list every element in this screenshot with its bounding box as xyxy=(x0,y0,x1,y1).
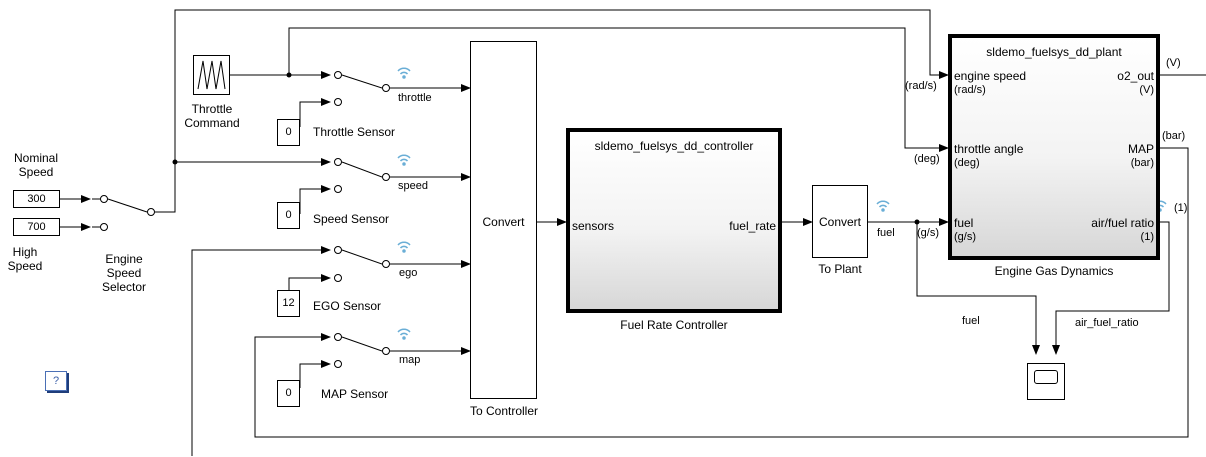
plant-in-fuel: fuel xyxy=(954,216,974,230)
fuel-rate-controller-label: Fuel Rate Controller xyxy=(620,318,728,332)
speed-sensor-label: Speed Sensor xyxy=(313,212,390,226)
nominal-speed-label: Nominal Speed xyxy=(13,151,58,179)
plant-in-engine-speed: engine speed xyxy=(954,69,1027,83)
high-speed-constant[interactable]: 700 xyxy=(13,218,60,236)
engine-speed-selector-label: Engine Speed Selector xyxy=(101,252,147,294)
plant-out-map-unit: (bar) xyxy=(1130,157,1154,169)
scope-icon xyxy=(1034,370,1058,384)
plant-out-o2-unit: (V) xyxy=(1139,84,1154,96)
v-unit-label: (V) xyxy=(1166,57,1181,69)
air-fuel-ratio-signal-label: air_fuel_ratio xyxy=(1075,317,1139,329)
throttle-signal-label: throttle xyxy=(398,92,432,104)
plant-out-map: MAP xyxy=(1127,142,1154,156)
plant-model-name: sldemo_fuelsys_dd_plant xyxy=(986,45,1122,59)
ego-signal-label: ego xyxy=(399,267,418,279)
nominal-speed-constant[interactable]: 300 xyxy=(13,190,60,208)
rad-s-unit-label: (rad/s) xyxy=(905,80,937,92)
controller-outport-fuel-rate: fuel_rate xyxy=(729,219,776,233)
to-controller-convert-block[interactable]: Convert xyxy=(470,41,537,399)
throttle-command-label: Throttle Command xyxy=(184,102,240,130)
plant-in-fuel-unit: (g/s) xyxy=(954,231,976,243)
to-plant-label: To Plant xyxy=(818,262,862,276)
plant-out-afr: air/fuel ratio xyxy=(1091,216,1154,230)
engine-gas-dynamics-label: Engine Gas Dynamics xyxy=(994,264,1114,278)
controller-model-name: sldemo_fuelsys_dd_controller xyxy=(594,139,754,153)
to-plant-convert-block[interactable]: Convert xyxy=(812,185,868,258)
controller-inport-sensors: sensors xyxy=(572,219,615,233)
map-sensor-label: MAP Sensor xyxy=(321,387,389,401)
fuel-rate-controller-subsystem[interactable]: sldemo_fuelsys_dd_controller sensors fue… xyxy=(566,128,782,313)
one-unit-label: (1) xyxy=(1174,202,1188,214)
fuel-signal-label: fuel xyxy=(877,227,895,239)
bar-unit-label: (bar) xyxy=(1162,130,1186,142)
ego-sensor-label: EGO Sensor xyxy=(313,299,382,313)
convert-label: Convert xyxy=(818,215,862,229)
plant-in-throttle-unit: (deg) xyxy=(954,157,980,169)
to-controller-label: To Controller xyxy=(469,404,539,418)
engine-gas-dynamics-subsystem[interactable]: sldemo_fuelsys_dd_plant engine speed (ra… xyxy=(948,34,1160,260)
plant-out-afr-unit: (1) xyxy=(1140,231,1154,243)
convert-label: Convert xyxy=(482,215,525,229)
help-icon[interactable]: ? xyxy=(45,371,67,391)
plant-out-o2: o2_out xyxy=(1117,69,1154,83)
throttle-sensor-label: Throttle Sensor xyxy=(313,125,396,139)
g-s-unit-label: (g/s) xyxy=(917,227,939,239)
plant-in-engine-speed-unit: (rad/s) xyxy=(954,84,986,96)
speed-sensor-constant[interactable]: 0 xyxy=(277,202,300,229)
high-speed-label: High Speed xyxy=(7,245,43,273)
throttle-sensor-constant[interactable]: 0 xyxy=(277,119,300,146)
map-sensor-constant[interactable]: 0 xyxy=(277,380,300,407)
ego-sensor-constant[interactable]: 12 xyxy=(277,290,300,317)
speed-signal-label: speed xyxy=(398,180,428,192)
map-signal-label: map xyxy=(399,354,421,366)
deg-unit-label: (deg) xyxy=(914,153,940,165)
throttle-command-block[interactable] xyxy=(193,55,230,95)
scope-block[interactable] xyxy=(1027,363,1065,400)
sawtooth-icon xyxy=(197,60,226,90)
plant-in-throttle: throttle angle xyxy=(954,142,1024,156)
fuel-scope-signal-label: fuel xyxy=(962,315,980,327)
